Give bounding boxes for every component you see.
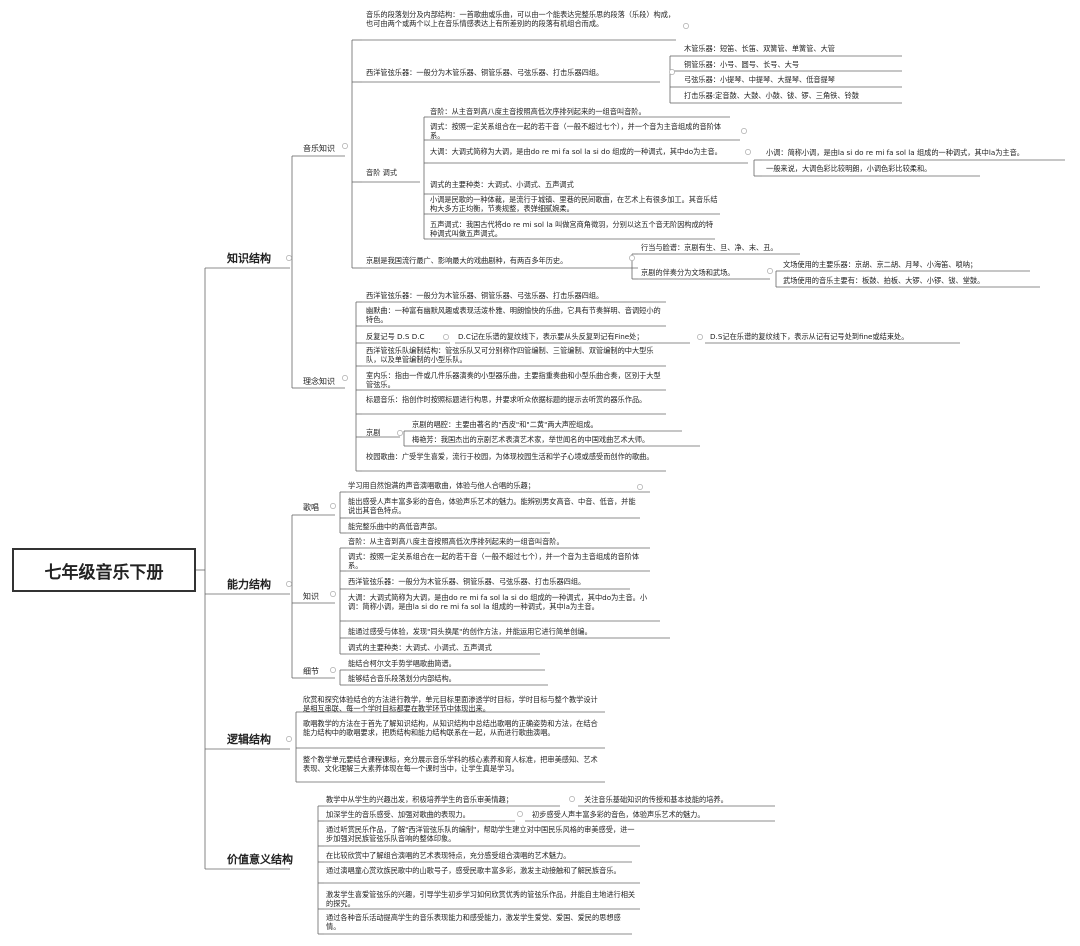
topic-node[interactable]: 能出感受人声丰富多彩的音色，体验声乐艺术的魅力。能辨别男女高音、中音、低音，并能… <box>348 497 636 515</box>
collapse-toggle-icon <box>517 811 523 817</box>
topic-node[interactable]: D.C记在乐谱的复纹线下，表示要从头反复到记有Fine处； <box>458 332 644 341</box>
topic-node[interactable]: 音阶：从主音到高八度主音按照高低次序排列起来的一组音叫音阶。 <box>348 537 564 546</box>
topic-node[interactable]: 木管乐器：短笛、长笛、双簧管、单簧管、大管 <box>684 44 835 53</box>
topic-node[interactable]: 能通过感受与体验，发现"同头换尾"的创作方法，并能运用它进行简单创编。 <box>348 627 592 636</box>
topic-node[interactable]: 西洋管弦乐队编制结构：管弦乐队又可分别称作四管编制、三管编制、双管编制的中大型乐… <box>366 346 654 364</box>
topic-node[interactable]: 初步感受人声丰富多彩的音色，体验声乐艺术的魅力。 <box>532 810 705 819</box>
topic-node[interactable]: 京剧的伴奏分为文场和武场。 <box>641 268 735 277</box>
topic-node[interactable]: 反复记号 D.S D.C <box>366 332 425 341</box>
topic-node[interactable]: 标题音乐：指创作时按照标题进行构思，并要求听众依据标题的提示去听赏的器乐作品。 <box>366 395 647 404</box>
topic-node[interactable]: 整个教学单元要结合课程课标，充分展示音乐学科的核心素养和育人标准，把审美感知、艺… <box>303 755 598 773</box>
subtopic-concept-knowledge[interactable]: 理念知识 <box>303 377 335 386</box>
collapse-toggle-icon <box>443 334 449 340</box>
collapse-toggle-icon <box>330 591 336 597</box>
topic-node[interactable]: D.S记在乐谱的复纹线下，表示从记有记号处到fine或结束处。 <box>710 332 909 341</box>
topic-node[interactable]: 能完整乐曲中的高低音声部。 <box>348 522 442 531</box>
topic-node[interactable]: 加深学生的音乐感受、加强对歌曲的表现力。 <box>326 810 470 819</box>
topic-node[interactable]: 室内乐：指由一件或几件乐器演奏的小型器乐曲，主要指重奏曲和小型乐曲合奏，区别于大… <box>366 371 661 389</box>
topic-node[interactable]: 音阶：从主音到高八度主音按照高低次序排列起来的一组音叫音阶。 <box>430 107 646 116</box>
topic-node[interactable]: 通过演唱童心赏欢族民歌中的山歌号子，感受民歌丰富多彩，激发主动接触和了解民族音乐… <box>326 866 621 875</box>
collapse-toggle-icon <box>342 143 348 149</box>
topic-node[interactable]: 幽默曲：一种富有幽默风趣或表现活泼朴雅、明朗愉快的乐曲，它具有节奏鲜明、音调短小… <box>366 306 661 324</box>
topic-node[interactable]: 音乐的段落划分及内部结构：一首歌曲或乐曲，可以由一个能表达完整乐思的段落（乐段）… <box>366 10 676 28</box>
topic-node[interactable]: 西洋管弦乐器：一般分为木管乐器、铜管乐器、弓弦乐器、打击乐器四组。 <box>366 291 604 300</box>
topic-node[interactable]: 梅艳芳：我国杰出的京剧艺术表演艺术家，举世闻名的中国戏曲艺术大师。 <box>412 435 650 444</box>
collapse-toggle-icon <box>637 484 643 490</box>
topic-node[interactable]: 欣赏和探究体验结合的方法进行教学，单元目标里面渗透学时目标，学时目标与整个教学设… <box>303 695 598 713</box>
collapse-toggle-icon <box>697 334 703 340</box>
collapse-toggle-icon <box>397 430 403 436</box>
topic-node[interactable]: 歌唱教学的方法在于首先了解知识结构，从知识结构中总结出歌唱的正确姿势和方法，在结… <box>303 719 598 737</box>
topic-node[interactable]: 在比较欣赏中了解组合演唱的艺术表现特点，充分感受组合演唱的艺术魅力。 <box>326 851 571 860</box>
collapse-toggle-icon <box>286 255 292 261</box>
collapse-toggle-icon <box>330 503 336 509</box>
subtopic-detail[interactable]: 细节 <box>303 667 319 676</box>
topic-node[interactable]: 一般来说，大调色彩比较明朗，小调色彩比较柔和。 <box>766 164 932 173</box>
topic-node[interactable]: 关注音乐基础知识的传授和基本技能的培养。 <box>584 795 728 804</box>
collapse-toggle-icon <box>669 69 675 75</box>
topic-node[interactable]: 京剧是我国流行最广、影响最大的戏曲剧种，有两百多年历史。 <box>366 256 568 265</box>
collapse-toggle-icon <box>330 667 336 673</box>
topic-node[interactable]: 激发学生喜爱管弦乐的兴趣，引导学生初步学习如何欣赏优秀的管弦乐作品，并能自主地进… <box>326 890 636 908</box>
topic-node[interactable]: 小调：简称小调，是由la si do re mi fa sol la 组成的一种… <box>766 148 1024 157</box>
topic-node[interactable]: 大调：大调式简称为大调，是由do re mi fa sol la si do 组… <box>348 593 648 611</box>
branch-knowledge-structure[interactable]: 知识结构 <box>227 252 271 265</box>
topic-node[interactable]: 校园歌曲：广受学生喜爱，流行于校园，为体现校园生活和学子心境或感受而创作的歌曲。 <box>366 452 654 461</box>
topic-node[interactable]: 小调是民歌的一种体裁，是流行于城镇、里巷的民间歌曲，在艺术上有很多加工。其音乐结… <box>430 195 718 213</box>
collapse-toggle-icon <box>286 736 292 742</box>
topic-node[interactable]: 弓弦乐器：小提琴、中提琴、大提琴、低音提琴 <box>684 75 835 84</box>
collapse-toggle-icon <box>629 255 635 261</box>
topic-node[interactable]: 教学中从学生的兴趣出发，积极培养学生的音乐审美情趣； <box>326 795 513 804</box>
collapse-toggle-icon <box>286 581 292 587</box>
root-topic[interactable]: 七年级音乐下册 <box>12 548 196 592</box>
collapse-toggle-icon <box>569 796 575 802</box>
collapse-toggle-icon <box>286 856 292 862</box>
topic-node[interactable]: 调式的主要种类：大调式、小调式、五声调式 <box>348 643 492 652</box>
collapse-toggle-icon <box>342 375 348 381</box>
branch-value-structure[interactable]: 价值意义结构 <box>227 853 293 866</box>
topic-node[interactable]: 京剧 <box>366 428 381 437</box>
subtopic-music-knowledge[interactable]: 音乐知识 <box>303 144 335 153</box>
topic-node[interactable]: 文场使用的主要乐器：京胡、京二胡、月琴、小海笛、唢呐； <box>783 260 978 269</box>
collapse-toggle-icon <box>741 128 747 134</box>
branch-ability-structure[interactable]: 能力结构 <box>227 578 271 591</box>
collapse-toggle-icon <box>767 268 773 274</box>
topic-node[interactable]: 打击乐器:定音鼓、大鼓、小鼓、钹、锣、三角铁、铃鼓 <box>684 91 859 100</box>
topic-node[interactable]: 京剧的唱腔：主要由著名的"西皮"和"二黄"两大声腔组成。 <box>412 420 598 429</box>
branch-logic-structure[interactable]: 逻辑结构 <box>227 733 271 746</box>
collapse-toggle-icon <box>745 149 751 155</box>
topic-node[interactable]: 通过听赏民乐作品，了解"西洋管弦乐队的编制"，帮助学生建立对中国民乐风格的审美感… <box>326 825 635 843</box>
topic-node[interactable]: 调式的主要种类：大调式、小调式、五声调式 <box>430 180 574 189</box>
topic-node[interactable]: 武场使用的音乐主要有：板鼓、拍板、大锣、小锣、钹、堂鼓。 <box>783 276 985 285</box>
topic-node[interactable]: 学习用自然饱满的声音演唱歌曲，体验与他人合唱的乐趣； <box>348 481 535 490</box>
topic-node[interactable]: 音阶 调式 <box>366 168 398 177</box>
topic-node[interactable]: 调式：按照一定关系组合在一起的若干音（一般不超过七个），并一个音为主音组成的音阶… <box>430 122 722 140</box>
topic-node[interactable]: 西洋管弦乐器：一般分为木管乐器、铜管乐器、弓弦乐器、打击乐器四组。 <box>348 577 586 586</box>
subtopic-knowledge[interactable]: 知识 <box>303 592 319 601</box>
topic-node[interactable]: 五声调式：我国古代将do re mi sol la 叫做宫商角徵羽，分别以这五个… <box>430 220 714 238</box>
topic-node[interactable]: 铜管乐器：小号、圆号、长号、大号 <box>684 60 800 69</box>
topic-node[interactable]: 西洋管弦乐器：一般分为木管乐器、铜管乐器、弓弦乐器、打击乐器四组。 <box>366 68 604 77</box>
topic-node[interactable]: 能结合柯尔文手势学唱歌曲简谱。 <box>348 659 456 668</box>
topic-node[interactable]: 行当与脸谱：京剧有生、旦、净、末、丑。 <box>641 243 778 252</box>
collapse-toggle-icon <box>683 23 689 29</box>
topic-node[interactable]: 通过各种音乐活动提高学生的音乐表现能力和感受能力，激发学生爱党、爱国、爱民的思想… <box>326 913 621 931</box>
topic-node[interactable]: 能够结合音乐段落划分内部结构。 <box>348 674 456 683</box>
topic-node[interactable]: 调式：按照一定关系组合在一起的若干音（一般不超过七个），并一个音为主音组成的音阶… <box>348 552 640 570</box>
topic-node[interactable]: 大调：大调式简称为大调，是由do re mi fa sol la si do 组… <box>430 147 722 156</box>
subtopic-singing[interactable]: 歌唱 <box>303 503 319 512</box>
